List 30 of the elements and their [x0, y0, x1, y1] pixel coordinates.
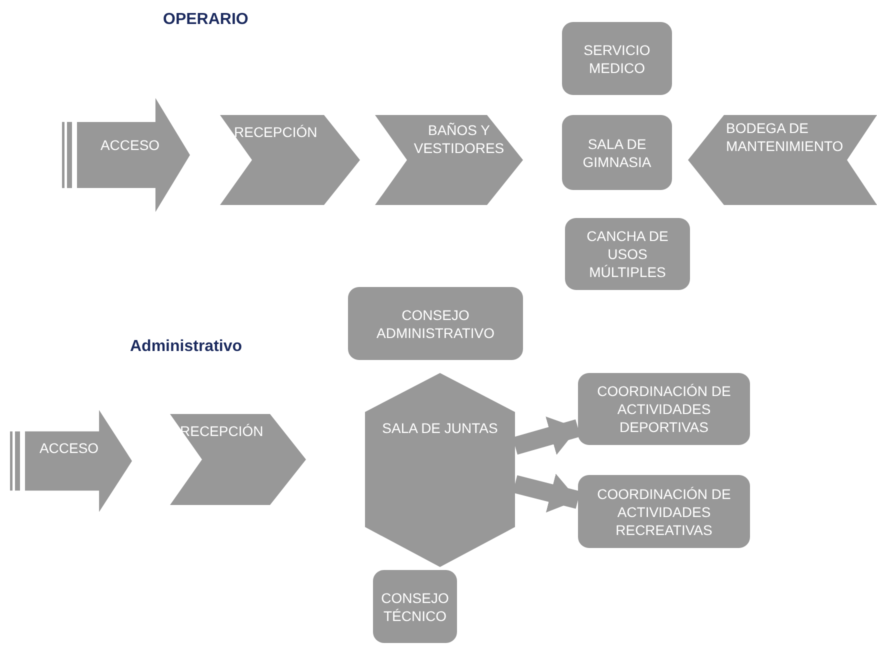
shape-label: RECEPCIÓN: [180, 422, 264, 440]
rounded-box: [578, 373, 750, 445]
shape-label: COORDINACIÓN DE ACTIVIDADES RECREATIVAS: [596, 484, 732, 538]
chevron-shape: [220, 115, 360, 205]
hexagon-shape: [365, 373, 515, 567]
block-arrow: [10, 410, 132, 512]
shape-label: CANCHA DE USOS MÚLTIPLES: [586, 227, 670, 281]
section-heading: OPERARIO: [163, 11, 248, 29]
shape-label: CONSEJO TÉCNICO: [380, 588, 450, 624]
rounded-box: [373, 570, 457, 643]
shape-label: BAÑOS Y VESTIDORES: [413, 121, 505, 157]
rounded-box: [562, 115, 672, 190]
chevron-shape: [170, 414, 306, 505]
shape-label: BODEGA DE MANTENIMIENTO: [726, 119, 844, 155]
shape-label: CONSEJO ADMINISTRATIVO: [376, 306, 496, 342]
shape-label: SALA DE JUNTAS: [381, 419, 499, 437]
rounded-box: [348, 287, 523, 360]
rounded-box: [565, 218, 690, 290]
shape-label: SERVICIO MEDICO: [582, 40, 652, 76]
chevron-shape: [375, 115, 523, 205]
shape-label: COORDINACIÓN DE ACTIVIDADES DEPORTIVAS: [596, 382, 732, 436]
rounded-box: [578, 475, 750, 548]
rounded-box: [562, 22, 672, 95]
shape-label: ACCESO: [99, 136, 161, 154]
shape-label: SALA DE GIMNASIA: [582, 134, 652, 170]
section-heading: Administrativo: [130, 338, 242, 356]
chevron-shape: [688, 115, 877, 205]
shape-label: RECEPCIÓN: [234, 123, 318, 141]
shape-label: ACCESO: [38, 439, 100, 457]
block-arrow: [62, 98, 190, 212]
